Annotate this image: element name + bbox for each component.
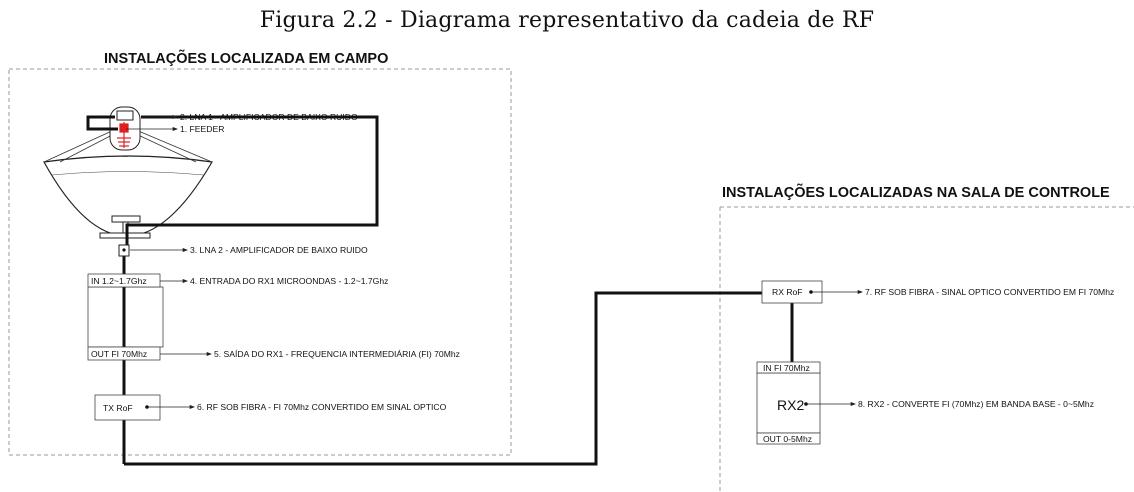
rx-rof-annotation: 7. RF SOB FIBRA - SINAL OPTICO CONVERTID… xyxy=(865,287,1114,297)
lna2-annotation: 3. LNA 2 - AMPLIFICADOR DE BAIXO RUIDO xyxy=(190,245,368,255)
rx2-annotation: 8. RX2 - CONVERTE FI (70Mhz) EM BANDA BA… xyxy=(858,399,1094,409)
tx-rof-box xyxy=(94,394,161,421)
rx2-out-box xyxy=(756,432,821,445)
control-section-title: INSTALAÇÕES LOCALIZADAS NA SALA DE CONTR… xyxy=(722,183,1110,201)
rx2-in-label: IN FI 70Mhz xyxy=(763,363,810,373)
lna1-annotation: 2. LNA 1 - AMPLIFICADOR DE BAIXO RUIDO xyxy=(180,112,358,122)
field-section-title: INSTALAÇÕES LOCALIZADA EM CAMPO xyxy=(104,49,388,67)
rx1-in-box xyxy=(87,273,161,288)
rx1-out-box xyxy=(87,346,161,361)
control-section-border xyxy=(719,206,1134,492)
field-section-border xyxy=(8,68,512,456)
rx1-out-annotation: 5. SAÍDA DO RX1 - FREQUENCIA INTERMEDIÁR… xyxy=(214,349,460,359)
rx2-out-label: OUT 0-5Mhz xyxy=(763,434,812,444)
lna1-to-lna2-cable xyxy=(125,115,379,250)
rx2-in-box xyxy=(756,361,821,374)
satellite-dish-icon xyxy=(43,129,213,239)
rx1-in-annotation: 4. ENTRADA DO RX1 MICROONDAS - 1.2~1.7Gh… xyxy=(190,276,388,286)
feeder-annotation: 1. FEEDER xyxy=(180,124,224,134)
annotation-leaders xyxy=(126,114,863,410)
figure-title: Figura 2.2 - Diagrama representativo da … xyxy=(259,8,875,33)
rx1-out-label: OUT FI 70Mhz xyxy=(91,349,147,359)
tx-rof-annotation: 6. RF SOB FIBRA - FI 70Mhz CONVERTIDO EM… xyxy=(197,402,447,412)
fiber-link-cable xyxy=(124,291,762,466)
rx1-in-label: IN 1.2~1.7Ghz xyxy=(91,276,147,286)
tx-rof-box-label: TX RoF xyxy=(103,403,133,413)
rx-rof-box-label: RX RoF xyxy=(772,287,803,297)
feeder-element xyxy=(117,122,131,148)
lna1-loop-cable xyxy=(86,115,118,131)
rx2-label: RX2 xyxy=(777,397,804,413)
lna1-feeder-assembly xyxy=(109,106,141,151)
